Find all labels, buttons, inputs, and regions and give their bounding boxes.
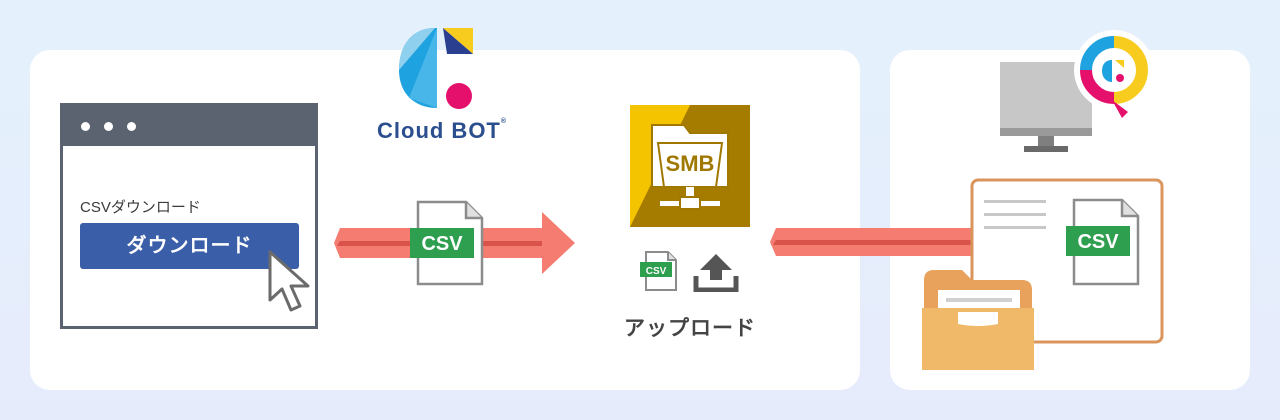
folder-icon <box>922 270 1034 370</box>
csv-file-icon: CSV <box>410 200 484 286</box>
cloudbot-wordmark: Cloud BOT® <box>377 118 507 144</box>
window-dot-icon <box>127 122 136 131</box>
brand-registered-mark: ® <box>500 118 508 125</box>
window-dot-icon <box>104 122 113 131</box>
transfer-arrow-icon <box>770 212 1013 272</box>
mouse-cursor-icon <box>268 250 310 312</box>
smb-label: SMB <box>666 151 715 176</box>
browser-title-bar <box>63 106 315 146</box>
upload-icon <box>693 254 739 292</box>
cloudbot-logo-icon <box>399 28 473 109</box>
window-dot-icon <box>81 122 90 131</box>
small-csv-badge: CSV <box>646 266 667 277</box>
cloudbot-round-logo-icon <box>1074 30 1154 118</box>
destination-csv-file-icon: CSV <box>1066 198 1140 286</box>
smb-server-icon: SMB <box>630 105 750 227</box>
download-button[interactable]: ダウンロード <box>80 223 299 269</box>
upload-caption: アップロード <box>624 317 756 340</box>
brand-name: Cloud BOT <box>377 118 501 143</box>
csv-file-badge: CSV <box>421 233 463 255</box>
small-csv-file-icon: CSV <box>640 251 677 291</box>
csv-download-label: CSVダウンロード <box>80 199 201 216</box>
destination-csv-badge: CSV <box>1077 231 1119 253</box>
